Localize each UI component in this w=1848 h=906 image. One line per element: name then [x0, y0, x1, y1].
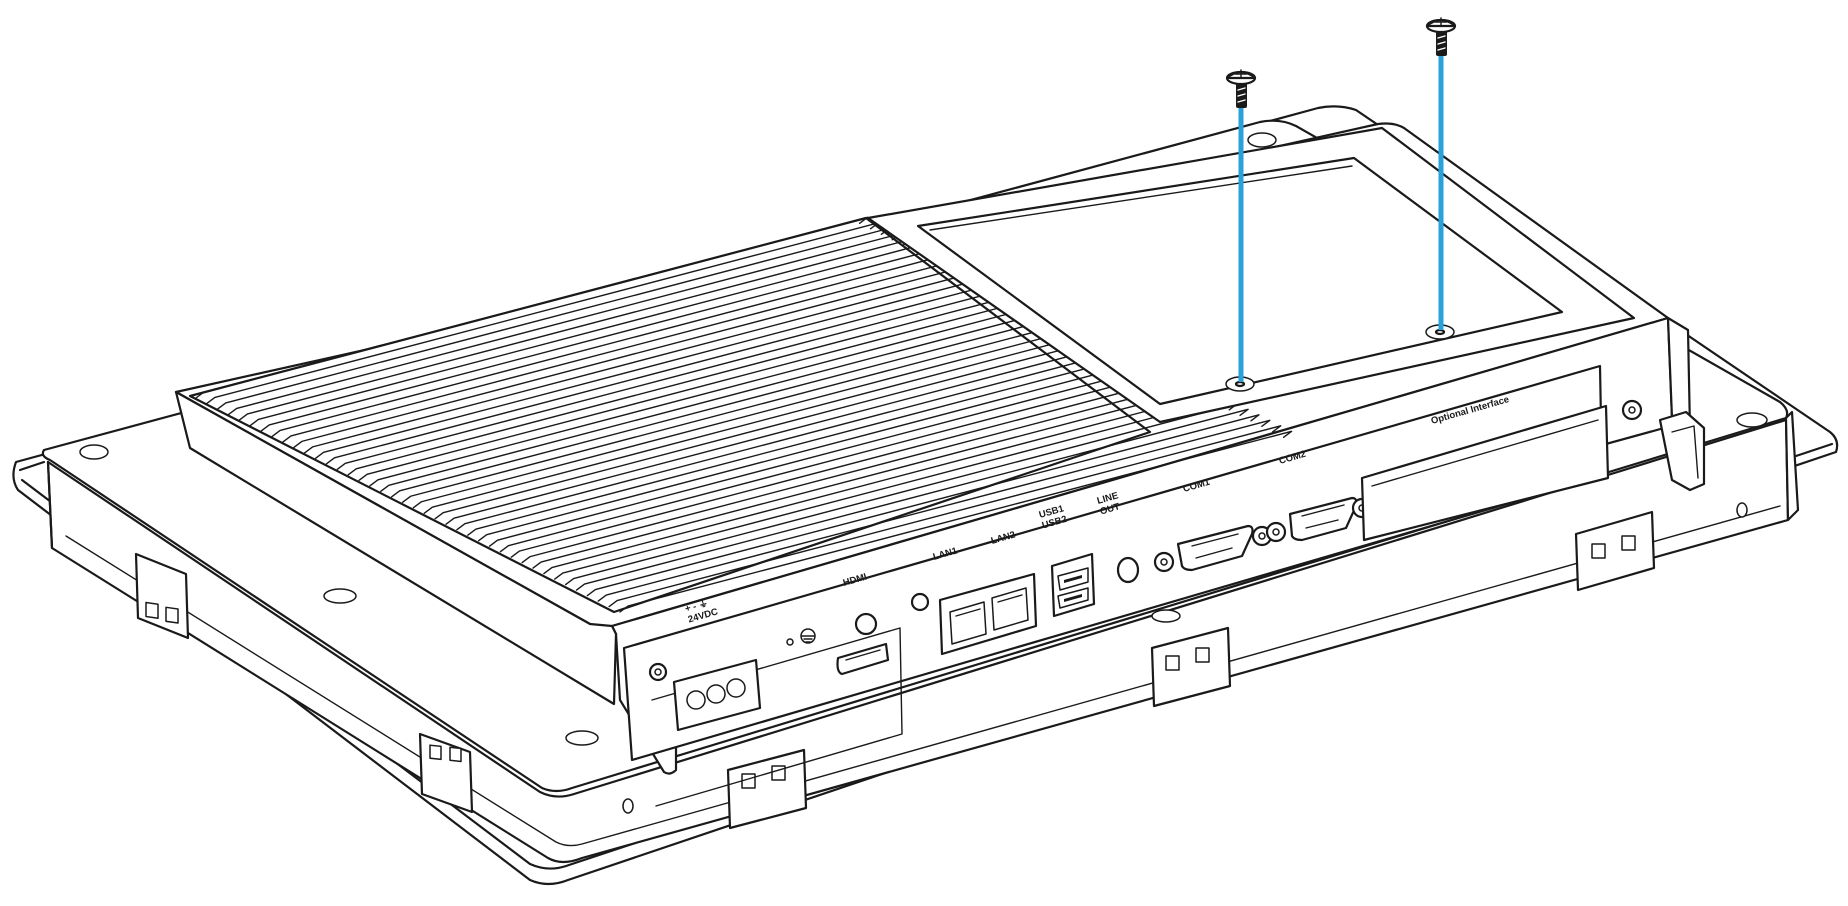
- com1-port: [1153, 524, 1273, 573]
- clip-right: [1574, 510, 1656, 592]
- clip-left: [134, 552, 190, 640]
- clip-mid-left: [418, 732, 474, 814]
- usb-ports: [1050, 552, 1096, 618]
- heatsink-fin: [586, 414, 1260, 597]
- heatsink-fin: [575, 408, 1249, 591]
- screw-icon: [1225, 69, 1257, 108]
- mounting-clips: [134, 510, 1656, 830]
- hdmi-port: [836, 612, 890, 676]
- power-connector: [648, 658, 762, 732]
- label-line-out: LINEOUT: [1096, 490, 1123, 517]
- optional-interface-slot: [1360, 399, 1643, 542]
- line-out-jack: [1116, 556, 1140, 584]
- ground-icon: [786, 628, 816, 646]
- io-panel: [622, 364, 1643, 807]
- screw-left: [1225, 69, 1257, 382]
- heatsink-fin: [206, 222, 880, 405]
- heatsink-fin: [597, 419, 1271, 602]
- lan-ports: [910, 572, 1038, 656]
- heatsink-fin: [195, 216, 869, 399]
- clip-center: [1150, 626, 1232, 708]
- screw-icon: [1425, 17, 1457, 56]
- heatsink-fin: [619, 430, 1293, 613]
- heatsink-fin: [608, 425, 1282, 608]
- screw-right: [1425, 17, 1457, 330]
